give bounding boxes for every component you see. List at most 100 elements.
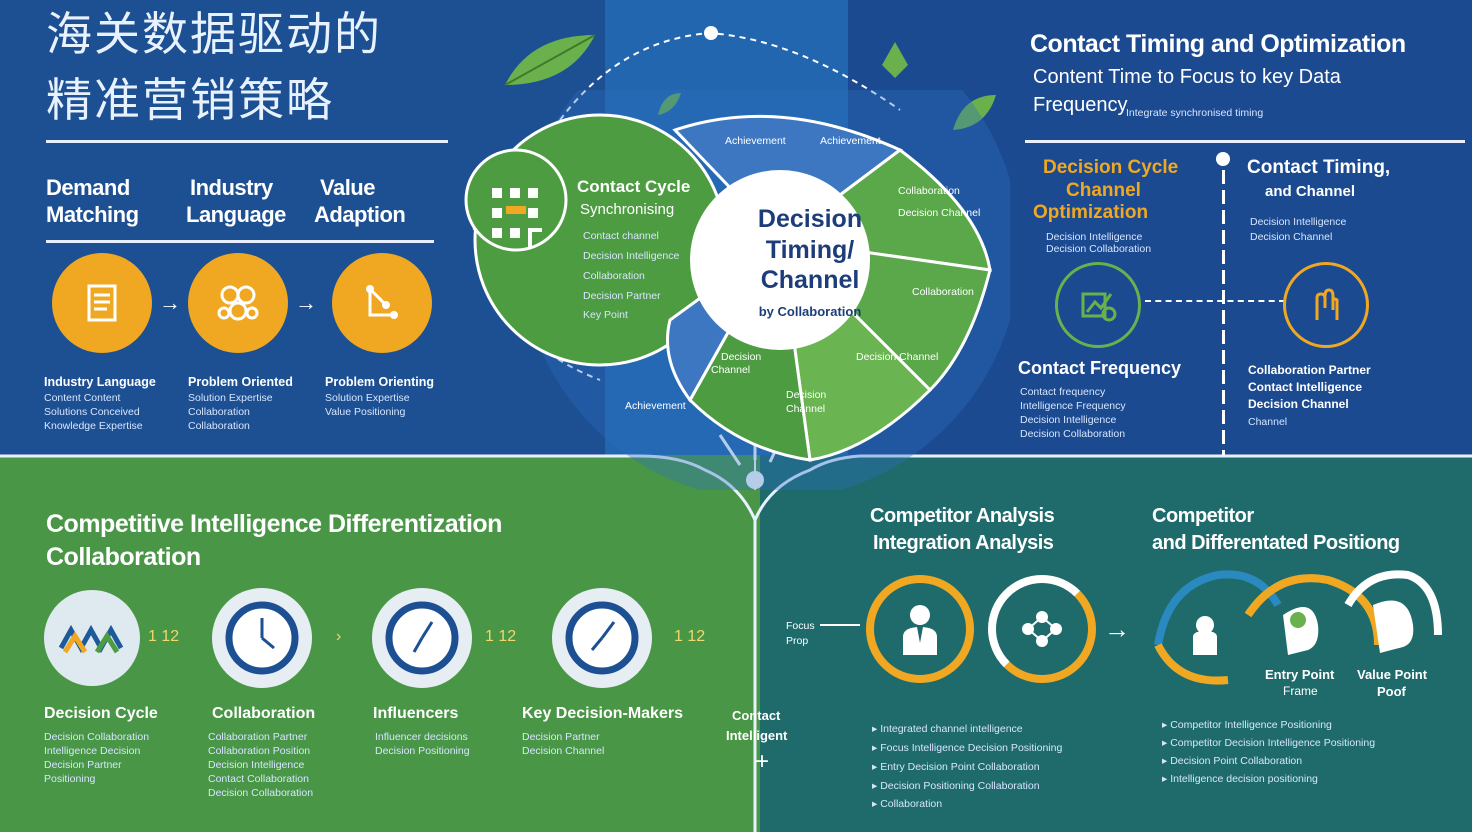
list-a-item: ▸ Collaboration bbox=[872, 797, 942, 811]
right-top-subtitle-l2: Frequency bbox=[1033, 94, 1128, 116]
col1-heading-l1: Demand bbox=[46, 175, 130, 200]
arrow-icon: › bbox=[336, 628, 342, 645]
clock-icon bbox=[552, 588, 652, 688]
block1-line: Decision Collaboration bbox=[1046, 243, 1152, 255]
node-line: Collaboration Partner bbox=[208, 731, 308, 743]
arrow-right-icon: → bbox=[159, 290, 181, 315]
segment-label: Collaboration bbox=[912, 286, 974, 298]
bullet-arrow-icon: ▸ bbox=[872, 742, 881, 754]
node-label: Collaboration bbox=[212, 705, 316, 722]
person-icon bbox=[866, 575, 974, 683]
arrow-label-l1: Focus bbox=[786, 620, 815, 632]
list-b-item: ▸ Competitor Decision Intelligence Posit… bbox=[1162, 736, 1375, 750]
cycle-line: Key Point bbox=[583, 309, 628, 321]
block2-line: Decision Channel bbox=[1250, 231, 1333, 243]
list-b-item-text: Decision Point Collaboration bbox=[1170, 755, 1303, 767]
list-a-item: ▸ Decision Positioning Collaboration bbox=[872, 779, 1040, 793]
bullet-arrow-icon: ▸ bbox=[1162, 773, 1171, 785]
heading-divider bbox=[46, 240, 434, 243]
hub-by-label: by Collaboration bbox=[758, 304, 862, 319]
decision-cycle-diagram bbox=[464, 90, 1010, 490]
col2-caption-line: Solution Expertise bbox=[188, 392, 273, 404]
cycle-line: Decision Partner bbox=[583, 290, 661, 302]
col3-heading-l2: Adaption bbox=[314, 202, 406, 227]
right-top-subtitle-l1: Content Time to Focus to key Data bbox=[1033, 66, 1341, 88]
col1-caption-title: Industry Language bbox=[44, 375, 156, 389]
chart-analytics-icon bbox=[1055, 262, 1141, 348]
leaf-icon bbox=[953, 95, 996, 130]
node-line: Decision Collaboration bbox=[208, 787, 314, 799]
hand-icon bbox=[1283, 262, 1369, 348]
arrow-right-icon: → bbox=[1104, 614, 1130, 644]
contact-label-l1: Contact bbox=[732, 708, 781, 723]
node-line: Collaboration Position bbox=[208, 745, 311, 757]
segment-label: Achievement bbox=[725, 135, 786, 147]
hub-title-l2: Timing/ bbox=[765, 236, 855, 264]
col3-caption-title: Problem Orienting bbox=[325, 375, 435, 389]
list-b-item: ▸ Competitor Intelligence Positioning bbox=[1162, 718, 1332, 732]
segment-label: Decision bbox=[721, 351, 762, 363]
list-a-item-text: Integrated channel intelligence bbox=[880, 723, 1023, 735]
bullet-arrow-icon: ▸ bbox=[872, 798, 881, 810]
col3-caption-line: Value Positioning bbox=[325, 406, 406, 418]
right-top-divider bbox=[1025, 140, 1465, 143]
bullet-arrow-icon: ▸ bbox=[872, 723, 881, 735]
network-icon bbox=[188, 253, 288, 353]
list-a-item-text: Collaboration bbox=[880, 798, 943, 810]
cycle-line: Decision Intelligence bbox=[583, 250, 680, 262]
bullet-arrow-icon: ▸ bbox=[872, 780, 881, 792]
node-line: Influencer decisions bbox=[375, 731, 468, 743]
page-title-line1: 海关数据驱动的 bbox=[46, 8, 382, 60]
freq-line: Contact frequency bbox=[1020, 386, 1106, 398]
freq-title: Contact Frequency bbox=[1018, 358, 1182, 378]
segment-label: Channel bbox=[786, 403, 826, 415]
list-b-item-text: Competitor Intelligence Positioning bbox=[1170, 719, 1332, 731]
clock-icon bbox=[372, 588, 472, 688]
wave-chart-icon bbox=[44, 590, 140, 686]
connector-line bbox=[820, 624, 860, 626]
bottom-right-title-b-l1: Competitor bbox=[1152, 505, 1254, 527]
cycle-title-l2: Synchronising bbox=[580, 201, 675, 218]
right-block-line: Collaboration Partner bbox=[1248, 363, 1371, 377]
page-title-line2: 精准营销策略 bbox=[46, 74, 334, 126]
col1-heading-l2: Matching bbox=[46, 202, 139, 227]
col2-heading-l1: Industry bbox=[190, 175, 273, 200]
bottom-right-title-a-l2: Integration Analysis bbox=[873, 532, 1054, 554]
bullet-arrow-icon: ▸ bbox=[872, 761, 881, 773]
sequence-label: 1 12 bbox=[674, 628, 706, 645]
list-a-item: ▸ Focus Intelligence Decision Positionin… bbox=[872, 741, 1062, 755]
node-label: Influencers bbox=[373, 705, 459, 722]
segment-label: Achievement bbox=[625, 400, 686, 412]
col1-caption-line: Knowledge Expertise bbox=[44, 420, 143, 432]
node-line: Positioning bbox=[44, 773, 96, 785]
block1-title-l1: Decision Cycle bbox=[1043, 157, 1179, 178]
leaf-icon bbox=[882, 42, 908, 78]
bullet-arrow-icon: ▸ bbox=[1162, 755, 1171, 767]
col1-caption-line: Content Content bbox=[44, 392, 121, 404]
right-top-title: Contact Timing and Optimization bbox=[1030, 30, 1406, 58]
bullet-arrow-icon: ▸ bbox=[1162, 737, 1171, 749]
col3-caption-line: Solution Expertise bbox=[325, 392, 410, 404]
arrow-label-l2: Prop bbox=[786, 635, 809, 647]
block2-title-l1: Contact Timing, bbox=[1247, 157, 1391, 178]
col1-caption-line: Solutions Conceived bbox=[44, 406, 140, 418]
list-a-item-text: Decision Positioning Collaboration bbox=[880, 780, 1040, 792]
right-block-line: Contact Intelligence bbox=[1248, 380, 1363, 394]
node-label: Decision Cycle bbox=[44, 705, 158, 722]
freq-line: Decision Collaboration bbox=[1020, 428, 1126, 440]
entry-point-label-l1: Entry Point bbox=[1265, 667, 1335, 682]
col3-heading-l1: Value bbox=[320, 175, 375, 200]
segment-label: Achievement bbox=[820, 135, 881, 147]
node-line: Intelligence Decision bbox=[44, 745, 141, 757]
hub-title-l3: Channel bbox=[760, 266, 860, 294]
document-icon bbox=[52, 253, 152, 353]
list-a-item: ▸ Entry Decision Point Collaboration bbox=[872, 760, 1040, 774]
contact-label-l2: Intelligent bbox=[726, 728, 788, 743]
node-label: Key Decision-Makers bbox=[522, 705, 683, 722]
node-line: Decision Channel bbox=[522, 745, 605, 757]
node-line: Decision Collaboration bbox=[44, 731, 150, 743]
segment-label: Decision Channel bbox=[856, 351, 939, 363]
segment-label: Decision bbox=[786, 389, 827, 401]
freq-line: Decision Intelligence bbox=[1020, 414, 1117, 426]
